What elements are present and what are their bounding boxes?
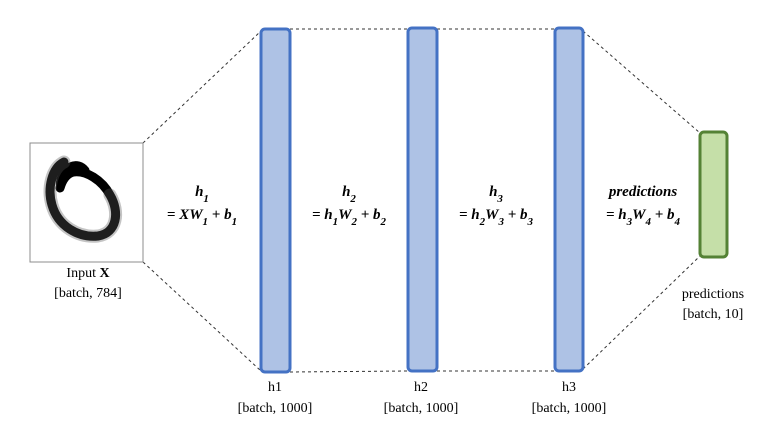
input-shape: [batch, 784]	[54, 286, 122, 301]
connector-h1-h2-bottom	[289, 370, 409, 373]
output-name: predictions	[682, 287, 744, 302]
layer-h1-shape: [batch, 1000]	[238, 401, 313, 416]
layer-h1-name: h1	[268, 380, 282, 395]
hidden-layer-h2	[406, 26, 439, 373]
output-layer	[698, 130, 729, 259]
equation-1-rhs: = XW1 + b1	[167, 207, 237, 228]
hidden-layer-h3	[553, 26, 585, 373]
equation-2-rhs: = h1W2 + b2	[312, 207, 387, 228]
equation-2-lhs: h2	[342, 184, 356, 205]
connector-lines	[142, 28, 701, 373]
equation-4-lhs: predictions	[607, 184, 677, 200]
equation-1-lhs: h1	[195, 184, 209, 205]
equations: h1= XW1 + b1 h2= h1W2 + b2 h3= h2W3 + b3 pr…	[167, 184, 681, 228]
connector-input-h1-top	[142, 30, 262, 144]
input-label: Input X	[66, 266, 109, 281]
mnist-digit-zero-icon	[43, 155, 123, 243]
layer-h2-name: h2	[414, 380, 428, 395]
output-shape: [batch, 10]	[683, 307, 744, 322]
equation-3-rhs: = h2W3 + b3	[459, 207, 534, 228]
equation-4-rhs: = h3W4 + b4	[606, 207, 681, 228]
layer-h2-shape: [batch, 1000]	[384, 401, 459, 416]
connector-h3-output-top	[582, 30, 701, 134]
hidden-layer-h1	[259, 27, 292, 374]
equation-3-lhs: h3	[489, 184, 503, 205]
connector-input-h1-bottom	[142, 261, 262, 372]
input-image	[29, 142, 144, 263]
layer-h3-shape: [batch, 1000]	[532, 401, 607, 416]
layer-h3-name: h3	[562, 380, 576, 395]
